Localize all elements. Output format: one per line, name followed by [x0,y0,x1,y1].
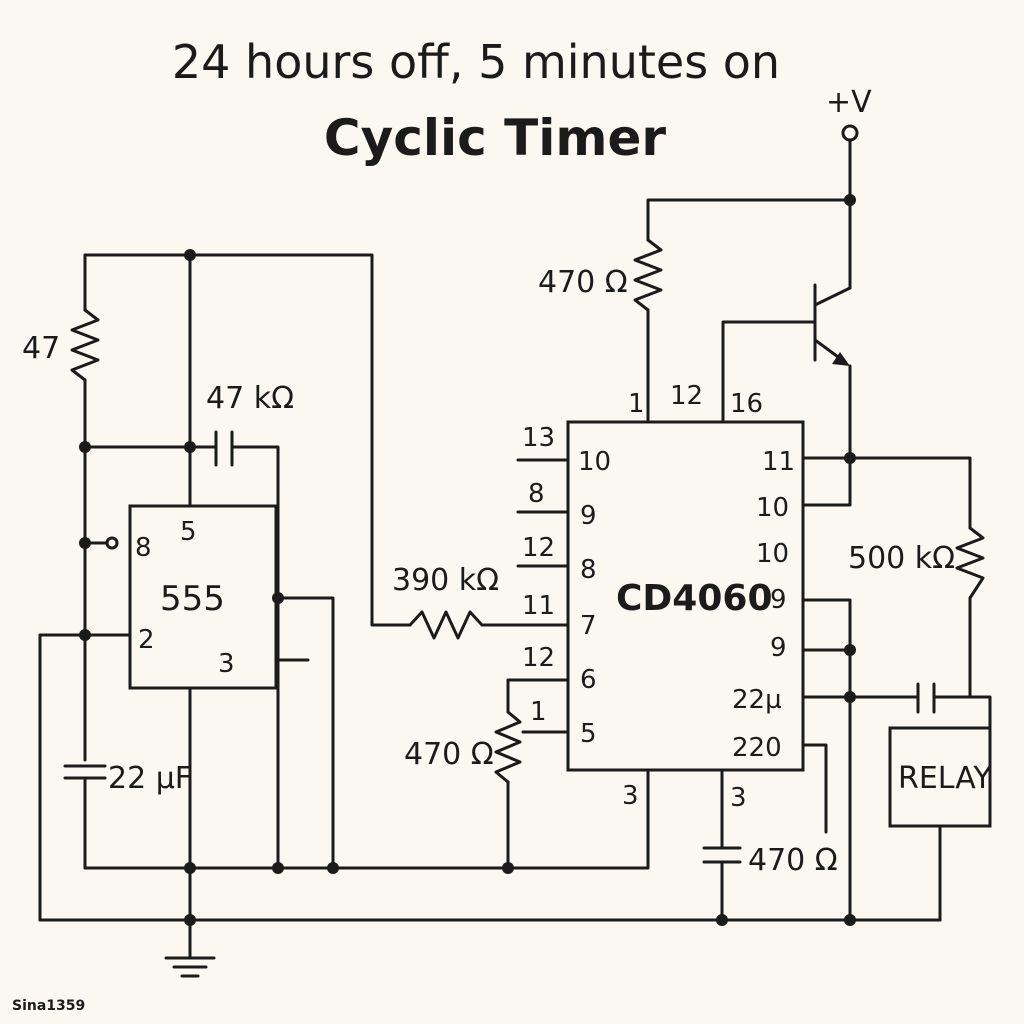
cd4060-left-inner-6: 5 [580,719,597,749]
cd4060-right-pin-1: 11 [762,447,795,477]
wire-pin2 [38,633,132,922]
cd4060-top-pin-1: 1 [628,389,645,419]
resistor-47-label: 47 [22,331,60,366]
cd4060-bottom-pin-a: 3 [622,781,639,811]
signature: Sina1359 [12,998,85,1014]
transistor-emitter-wire [801,364,852,507]
wire-470-left-top [506,678,570,714]
cd4060-left-inner-5: 6 [580,665,597,695]
cd4060-left-outer-5: 12 [522,643,555,673]
resistor-390k [408,610,484,640]
wire-right-pin-9a [801,598,852,922]
resistor-47 [70,308,100,382]
wire-cap-to-relay [932,695,992,730]
junction-dots [79,194,856,926]
cd4060-left-inner-2: 9 [580,501,597,531]
ic-555-name: 555 [160,579,225,619]
cd4060-right-pin-4: 9 [770,585,787,615]
wire-right-pin-220 [801,743,828,834]
cd4060-top-pin-12: 12 [670,381,703,411]
wire-top-470-feed [646,198,852,242]
ic-cd4060 [566,420,805,772]
wire-top-rail [83,253,412,627]
wire-right-pin-11 [801,456,972,530]
ground-icon [164,956,216,978]
resistor-500k-label: 500 kΩ [848,541,955,576]
cd4060-right-pin-5: 9 [770,633,787,663]
cd4060-right-pin-3: 10 [756,539,789,569]
ic-555-pin-3: 3 [218,649,235,679]
transistor-emitter-arrow [832,352,850,366]
cd4060-left-inner-3: 8 [580,555,597,585]
cd4060-left-inner-4: 7 [580,611,597,641]
diagram-subtitle: Cyclic Timer [324,109,667,167]
cd4060-right-pin-7: 220 [732,733,782,763]
resistor-390k-label: 390 kΩ [392,563,499,598]
capacitor-22uf-label: 22 µF [108,761,192,796]
cd4060-left-outer-4: 11 [522,591,555,621]
ic-555-pin-8: 8 [135,533,152,563]
cd4060-left-inner-1: 10 [578,447,611,477]
relay-label: RELAY [898,761,992,796]
resistor-470-left [494,710,522,784]
pin8-open-terminal [105,536,119,550]
ic-555 [128,504,278,690]
supply-terminal [841,124,859,142]
wire-cap47k-right [230,445,280,870]
resistor-470-left-label: 470 Ω [404,737,494,772]
ic-555-pin-2: 2 [138,625,155,655]
capacitor-47k-label: 47 kΩ [206,381,294,416]
supply-label: +V [826,85,872,120]
cd4060-right-pin-2: 10 [756,493,789,523]
resistor-470-top [633,238,663,312]
diagram-title: 24 hours off, 5 minutes on [172,35,780,89]
wire-555-out-a [274,596,335,870]
cd4060-left-outer-6: 1 [530,697,547,727]
transistor-base-wire [721,320,817,424]
cd4060-bottom-pin-b: 3 [730,783,747,813]
cd4060-top-pin-16: 16 [730,389,763,419]
resistor-470-top-label: 470 Ω [538,265,628,300]
cd4060-left-outer-1: 13 [522,423,555,453]
capacitor-470-bottom-label: 470 Ω [748,843,838,878]
transistor-collector [813,286,852,307]
cd4060-left-outer-3: 12 [522,533,555,563]
cd4060-right-pin-6: 22µ [732,685,782,715]
cd4060-left-outer-2: 8 [528,479,545,509]
resistor-500k [955,526,985,600]
ic-555-pin-5: 5 [180,517,197,547]
ic-cd4060-name: CD4060 [616,578,773,619]
